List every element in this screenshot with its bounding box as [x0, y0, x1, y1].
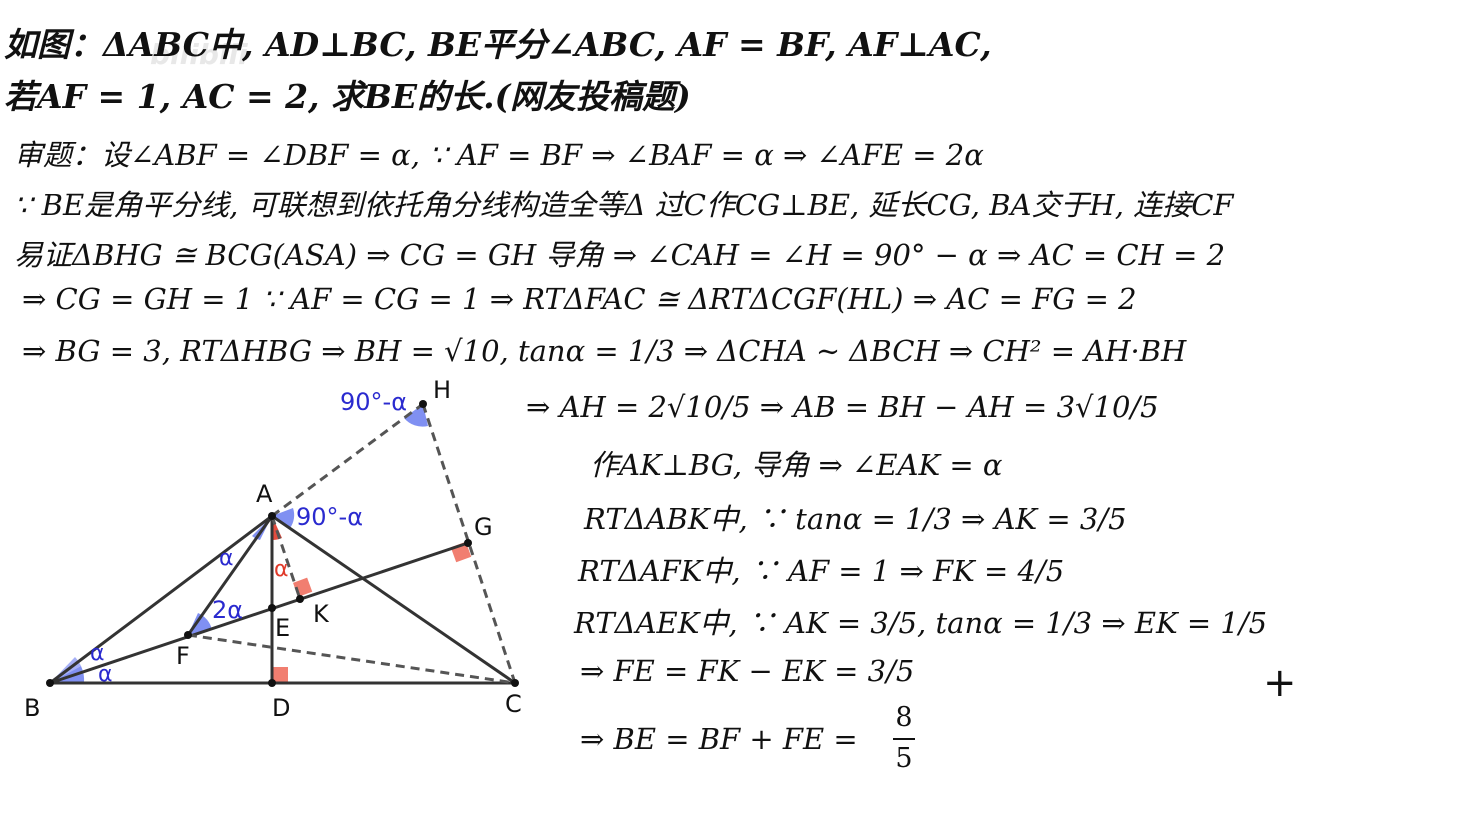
- segment-ba: [49, 514, 273, 685]
- point-a: [268, 512, 276, 520]
- point-b: [46, 679, 54, 687]
- angle-label-two-alpha: 2α: [212, 596, 243, 624]
- angle-label-a: 90°-α: [296, 503, 363, 531]
- label-a: A: [256, 480, 273, 508]
- point-h: [419, 400, 427, 408]
- solution-line-10: RTΔAEK中, ∵ AK = 3/5, tanα = 1/3 ⇒ EK = 1…: [574, 606, 1268, 640]
- solution-line-5: ⇒ BG = 3, RTΔHBG ⇒ BH = √10, tanα = 1/3 …: [22, 334, 1187, 368]
- crosshair-cursor-icon: +: [1263, 660, 1297, 706]
- point-k: [296, 595, 304, 603]
- geometry-diagram: A B C D E F G H K 90°-α 90°-α α 2α α α α: [24, 380, 522, 722]
- segment-fc-dashed: [187, 633, 516, 685]
- point-e: [268, 604, 276, 612]
- solution-line-7: 作AK⊥BG, 导角 ⇒ ∠EAK = α: [590, 448, 1003, 482]
- angle-label-alpha-bot: α: [98, 662, 113, 687]
- angle-label-h: 90°-α: [340, 388, 407, 416]
- label-k: K: [313, 600, 330, 628]
- point-g: [464, 539, 472, 547]
- label-f: F: [176, 642, 190, 670]
- segment-hc-dashed: [421, 403, 517, 684]
- solution-line-4: ⇒ CG = GH = 1 ∵ AF = CG = 1 ⇒ RTΔFAC ≅ Δ…: [22, 282, 1137, 316]
- angle-label-alpha-red: α: [274, 557, 289, 582]
- angle-arc-a-right: [272, 508, 295, 528]
- label-h: H: [433, 380, 451, 404]
- fraction-denominator: 5: [895, 743, 913, 774]
- right-angle-d: [272, 667, 288, 683]
- problem-line-2: 若AF = 1, AC = 2, 求BE的长.(网友投稿题): [4, 77, 691, 116]
- fraction-bar: [893, 738, 915, 740]
- label-e: E: [275, 614, 290, 642]
- solution-line-12: ⇒ BE = BF + FE =: [580, 722, 858, 756]
- label-d: D: [272, 694, 290, 722]
- solution-line-11: ⇒ FE = FK − EK = 3/5: [580, 654, 915, 688]
- label-c: C: [505, 690, 522, 718]
- solution-line-2: ∵ BE是角平分线, 可联想到依托角分线构造全等Δ 过C作CG⊥BE, 延长CG…: [14, 188, 1234, 222]
- solution-line-8: RTΔABK中, ∵ tanα = 1/3 ⇒ AK = 3/5: [584, 502, 1127, 536]
- point-f: [184, 631, 192, 639]
- segment-bg: [49, 541, 469, 685]
- solution-line-3: 易证ΔBHG ≅ BCG(ASA) ⇒ CG = GH 导角 ⇒ ∠CAH = …: [14, 238, 1226, 272]
- point-c: [511, 679, 519, 687]
- angle-label-alpha-top: α: [90, 641, 105, 666]
- solution-line-6: ⇒ AH = 2√10/5 ⇒ AB = BH − AH = 3√10/5: [526, 390, 1159, 424]
- segment-ah-dashed: [271, 402, 424, 518]
- problem-line-1: 如图：ΔABC中, AD⊥BC, BE平分∠ABC, AF = BF, AF⊥A…: [4, 25, 992, 64]
- angle-label-abf: α: [219, 546, 234, 571]
- label-g: G: [474, 513, 493, 541]
- segment-ac: [271, 514, 516, 685]
- fraction-numerator: 8: [895, 702, 913, 733]
- watermark: bilibili: [150, 38, 248, 71]
- angle-arc-h: [404, 404, 428, 427]
- solution-line-1: 审题：设∠ABF = ∠DBF = α, ∵ AF = BF ⇒ ∠BAF = …: [14, 138, 984, 172]
- solution-line-9: RTΔAFK中, ∵ AF = 1 ⇒ FK = 4/5: [578, 554, 1065, 588]
- segment-af: [186, 515, 274, 636]
- point-d: [268, 679, 276, 687]
- label-b: B: [24, 694, 40, 722]
